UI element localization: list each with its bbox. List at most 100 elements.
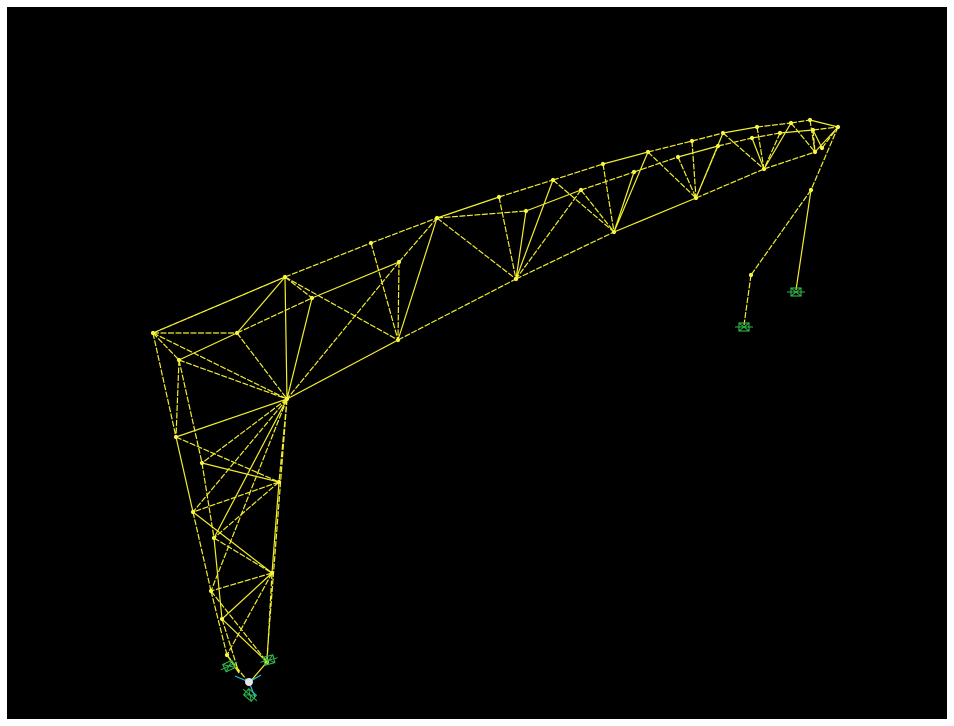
member-line[interactable]	[695, 145, 719, 199]
member-line[interactable]	[201, 398, 288, 464]
fixed-support-icon[interactable]	[787, 287, 805, 297]
joint-node[interactable]	[693, 195, 699, 201]
member-line[interactable]	[192, 481, 280, 513]
member-line[interactable]	[677, 145, 719, 158]
member-line[interactable]	[750, 189, 812, 276]
member-line[interactable]	[286, 339, 399, 400]
joint-node[interactable]	[173, 434, 179, 440]
member-line[interactable]	[647, 151, 697, 199]
fixed-support-icon[interactable]	[241, 686, 260, 704]
member-line[interactable]	[278, 398, 288, 483]
joint-node[interactable]	[812, 149, 818, 155]
member-line[interactable]	[810, 126, 839, 191]
member-line[interactable]	[311, 261, 400, 299]
member-line[interactable]	[178, 359, 203, 464]
member-line[interactable]	[743, 274, 752, 326]
member-line[interactable]	[552, 163, 604, 181]
member-line[interactable]	[763, 132, 781, 170]
member-line[interactable]	[175, 436, 194, 513]
joint-node[interactable]	[777, 130, 783, 136]
member-line[interactable]	[226, 572, 273, 656]
joint-node[interactable]	[199, 460, 205, 466]
member-line[interactable]	[515, 231, 615, 280]
member-line[interactable]	[284, 276, 399, 341]
member-line[interactable]	[722, 126, 758, 134]
member-line[interactable]	[436, 217, 517, 280]
member-line[interactable]	[152, 332, 177, 438]
member-line[interactable]	[397, 278, 517, 341]
joint-node[interactable]	[513, 276, 519, 282]
member-line[interactable]	[763, 122, 792, 170]
member-line[interactable]	[192, 511, 212, 592]
member-line[interactable]	[677, 156, 697, 199]
member-line[interactable]	[210, 572, 273, 592]
joint-node[interactable]	[150, 330, 156, 336]
member-line[interactable]	[221, 618, 268, 663]
joint-node[interactable]	[219, 616, 225, 622]
member-line[interactable]	[178, 359, 288, 400]
member-line[interactable]	[192, 511, 273, 574]
member-line[interactable]	[821, 126, 839, 149]
member-line[interactable]	[175, 436, 280, 483]
joint-node[interactable]	[715, 143, 721, 149]
member-line[interactable]	[812, 129, 816, 153]
member-line[interactable]	[809, 119, 839, 128]
member-line[interactable]	[633, 156, 679, 173]
member-line[interactable]	[284, 242, 372, 278]
member-line[interactable]	[201, 462, 280, 483]
joint-node[interactable]	[807, 117, 813, 123]
member-line[interactable]	[812, 126, 839, 131]
member-line[interactable]	[213, 537, 273, 574]
member-line[interactable]	[236, 297, 313, 334]
member-line[interactable]	[397, 261, 400, 341]
member-line[interactable]	[213, 398, 288, 539]
joint-node[interactable]	[368, 240, 374, 246]
member-line[interactable]	[266, 398, 288, 658]
joint-node[interactable]	[523, 208, 529, 214]
member-line[interactable]	[286, 261, 400, 400]
member-line[interactable]	[210, 398, 288, 592]
joint-node[interactable]	[550, 177, 556, 183]
joint-node[interactable]	[689, 138, 695, 144]
member-line[interactable]	[178, 332, 238, 361]
member-line[interactable]	[221, 572, 273, 620]
member-line[interactable]	[210, 590, 228, 656]
member-line[interactable]	[284, 276, 288, 400]
member-line[interactable]	[175, 359, 180, 438]
joint-node[interactable]	[645, 149, 651, 155]
joint-node[interactable]	[211, 535, 217, 541]
member-line[interactable]	[515, 210, 527, 280]
member-line[interactable]	[152, 276, 286, 334]
member-line[interactable]	[221, 618, 240, 674]
member-line[interactable]	[436, 196, 500, 219]
member-line[interactable]	[498, 196, 517, 280]
member-line[interactable]	[756, 126, 765, 170]
truss-frame-model[interactable]	[7, 7, 947, 719]
member-line[interactable]	[397, 217, 438, 341]
joint-node[interactable]	[282, 274, 288, 280]
fixed-support-icon[interactable]	[219, 659, 239, 674]
member-line[interactable]	[613, 171, 635, 233]
member-line[interactable]	[790, 119, 811, 124]
joint-node[interactable]	[611, 229, 617, 235]
member-line[interactable]	[286, 297, 313, 400]
member-line[interactable]	[695, 168, 765, 199]
joint-node[interactable]	[788, 120, 794, 126]
member-line[interactable]	[271, 481, 280, 574]
member-line[interactable]	[751, 137, 765, 170]
joint-node[interactable]	[395, 337, 401, 343]
joint-node[interactable]	[190, 509, 196, 515]
joint-node[interactable]	[208, 588, 214, 594]
member-line[interactable]	[175, 398, 288, 438]
joint-node[interactable]	[819, 145, 825, 151]
member-line[interactable]	[647, 140, 693, 153]
member-line[interactable]	[213, 537, 223, 620]
joint-node[interactable]	[496, 194, 502, 200]
member-line[interactable]	[691, 132, 724, 142]
member-line[interactable]	[763, 151, 816, 170]
joint-node[interactable]	[720, 130, 726, 136]
joint-node[interactable]	[675, 154, 681, 160]
member-line[interactable]	[226, 654, 250, 684]
joint-node[interactable]	[269, 570, 275, 576]
member-line[interactable]	[580, 189, 615, 233]
